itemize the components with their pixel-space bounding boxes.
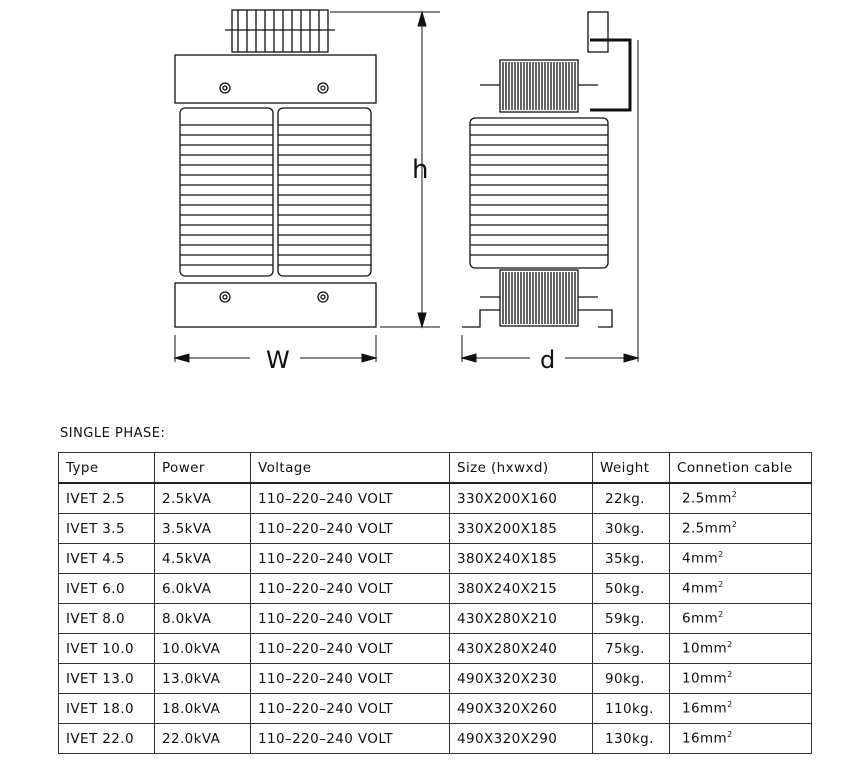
cell-size: 380X240X215 xyxy=(449,573,593,604)
cell-size: 490X320X230 xyxy=(449,663,593,694)
cell-size: 330X200X160 xyxy=(449,482,593,514)
header-size: Size (hxwxd) xyxy=(449,452,593,484)
cell-size: 430X280X210 xyxy=(449,603,593,634)
svg-text:d: d xyxy=(540,346,555,374)
cell-weight: 75kg. xyxy=(592,633,670,664)
cell-type: IVET 2.5 xyxy=(58,482,155,514)
cable-size: 10mm xyxy=(682,670,728,687)
cell-type: IVET 8.0 xyxy=(58,603,155,634)
header-cable: Connetion cable xyxy=(669,452,812,484)
cable-exponent: 2 xyxy=(727,700,733,710)
cell-weight: 22kg. xyxy=(592,482,670,514)
cable-size: 4mm xyxy=(682,550,719,567)
cell-cable: 4mm2 xyxy=(669,573,812,604)
cell-size: 490X320X290 xyxy=(449,723,593,754)
cable-size: 2.5mm xyxy=(682,520,732,537)
cable-exponent: 2 xyxy=(731,490,738,500)
cell-cable: 2.5mm2 xyxy=(669,482,812,514)
cell-weight: 59kg. xyxy=(592,603,670,634)
cell-type: IVET 18.0 xyxy=(58,693,155,724)
cell-power: 10.0kVA xyxy=(154,633,251,664)
cell-power: 22.0kVA xyxy=(154,723,251,754)
cell-power: 2.5kVA xyxy=(154,482,251,514)
cell-weight: 110kg. xyxy=(592,693,670,724)
cell-weight: 130kg. xyxy=(592,723,670,754)
cable-exponent: 2 xyxy=(727,640,733,650)
cell-voltage: 110–220–240 VOLT xyxy=(250,633,450,664)
cell-weight: 90kg. xyxy=(592,663,670,694)
table-header-row: Type Power Voltage Size (hxwxd) Weight C… xyxy=(58,452,812,484)
cell-cable: 10mm2 xyxy=(669,633,812,664)
cell-type: IVET 3.5 xyxy=(58,513,155,544)
svg-text:W: W xyxy=(266,346,290,374)
cable-exponent: 2 xyxy=(727,670,733,680)
cell-voltage: 110–220–240 VOLT xyxy=(250,723,450,754)
cell-voltage: 110–220–240 VOLT xyxy=(250,513,450,544)
cell-power: 3.5kVA xyxy=(154,513,251,544)
header-type: Type xyxy=(58,452,155,484)
cell-voltage: 110–220–240 VOLT xyxy=(250,573,450,604)
front-view xyxy=(174,9,377,328)
cell-power: 8.0kVA xyxy=(154,603,251,634)
cable-size: 4mm xyxy=(682,580,719,597)
cell-size: 330X200X185 xyxy=(449,513,593,544)
section-title: SINGLE PHASE: xyxy=(60,426,166,441)
cell-voltage: 110–220–240 VOLT xyxy=(250,693,450,724)
cell-cable: 16mm2 xyxy=(669,693,812,724)
cell-cable: 2.5mm2 xyxy=(669,513,812,544)
cell-voltage: 110–220–240 VOLT xyxy=(250,482,450,514)
header-power: Power xyxy=(154,452,251,484)
cell-cable: 10mm2 xyxy=(669,663,812,694)
header-weight: Weight xyxy=(592,452,670,484)
dimension-lines: h W d xyxy=(173,10,640,374)
cell-voltage: 110–220–240 VOLT xyxy=(250,543,450,574)
cell-power: 13.0kVA xyxy=(154,663,251,694)
cell-voltage: 110–220–240 VOLT xyxy=(250,603,450,634)
cable-exponent: 2 xyxy=(727,730,733,740)
cell-weight: 30kg. xyxy=(592,513,670,544)
cell-type: IVET 10.0 xyxy=(58,633,155,664)
cell-power: 6.0kVA xyxy=(154,573,251,604)
specs-table: Type Power Voltage Size (hxwxd) Weight C… xyxy=(58,452,812,754)
cell-size: 430X280X240 xyxy=(449,633,593,664)
cell-cable: 4mm2 xyxy=(669,543,812,574)
cable-size: 16mm xyxy=(682,730,728,747)
cable-size: 2.5mm xyxy=(682,490,732,507)
cell-type: IVET 22.0 xyxy=(58,723,155,754)
cell-power: 4.5kVA xyxy=(154,543,251,574)
cell-power: 18.0kVA xyxy=(154,693,251,724)
cable-exponent: 2 xyxy=(718,580,724,590)
cell-size: 490X320X260 xyxy=(449,693,593,724)
cell-cable: 16mm2 xyxy=(669,723,812,754)
cell-weight: 50kg. xyxy=(592,573,670,604)
cable-exponent: 2 xyxy=(718,550,724,560)
side-view xyxy=(462,11,632,328)
cable-exponent: 2 xyxy=(731,520,738,530)
svg-text:h: h xyxy=(412,155,428,185)
cell-size: 380X240X185 xyxy=(449,543,593,574)
cable-size: 10mm xyxy=(682,640,728,657)
header-voltage: Voltage xyxy=(250,452,450,484)
cell-voltage: 110–220–240 VOLT xyxy=(250,663,450,694)
transformer-drawing: h W d xyxy=(173,9,640,374)
cable-size: 6mm xyxy=(682,610,719,627)
cell-weight: 35kg. xyxy=(592,543,670,574)
cable-exponent: 2 xyxy=(718,610,724,620)
cell-type: IVET 6.0 xyxy=(58,573,155,604)
cell-type: IVET 4.5 xyxy=(58,543,155,574)
cell-type: IVET 13.0 xyxy=(58,663,155,694)
cell-cable: 6mm2 xyxy=(669,603,812,634)
cable-size: 16mm xyxy=(682,700,728,717)
